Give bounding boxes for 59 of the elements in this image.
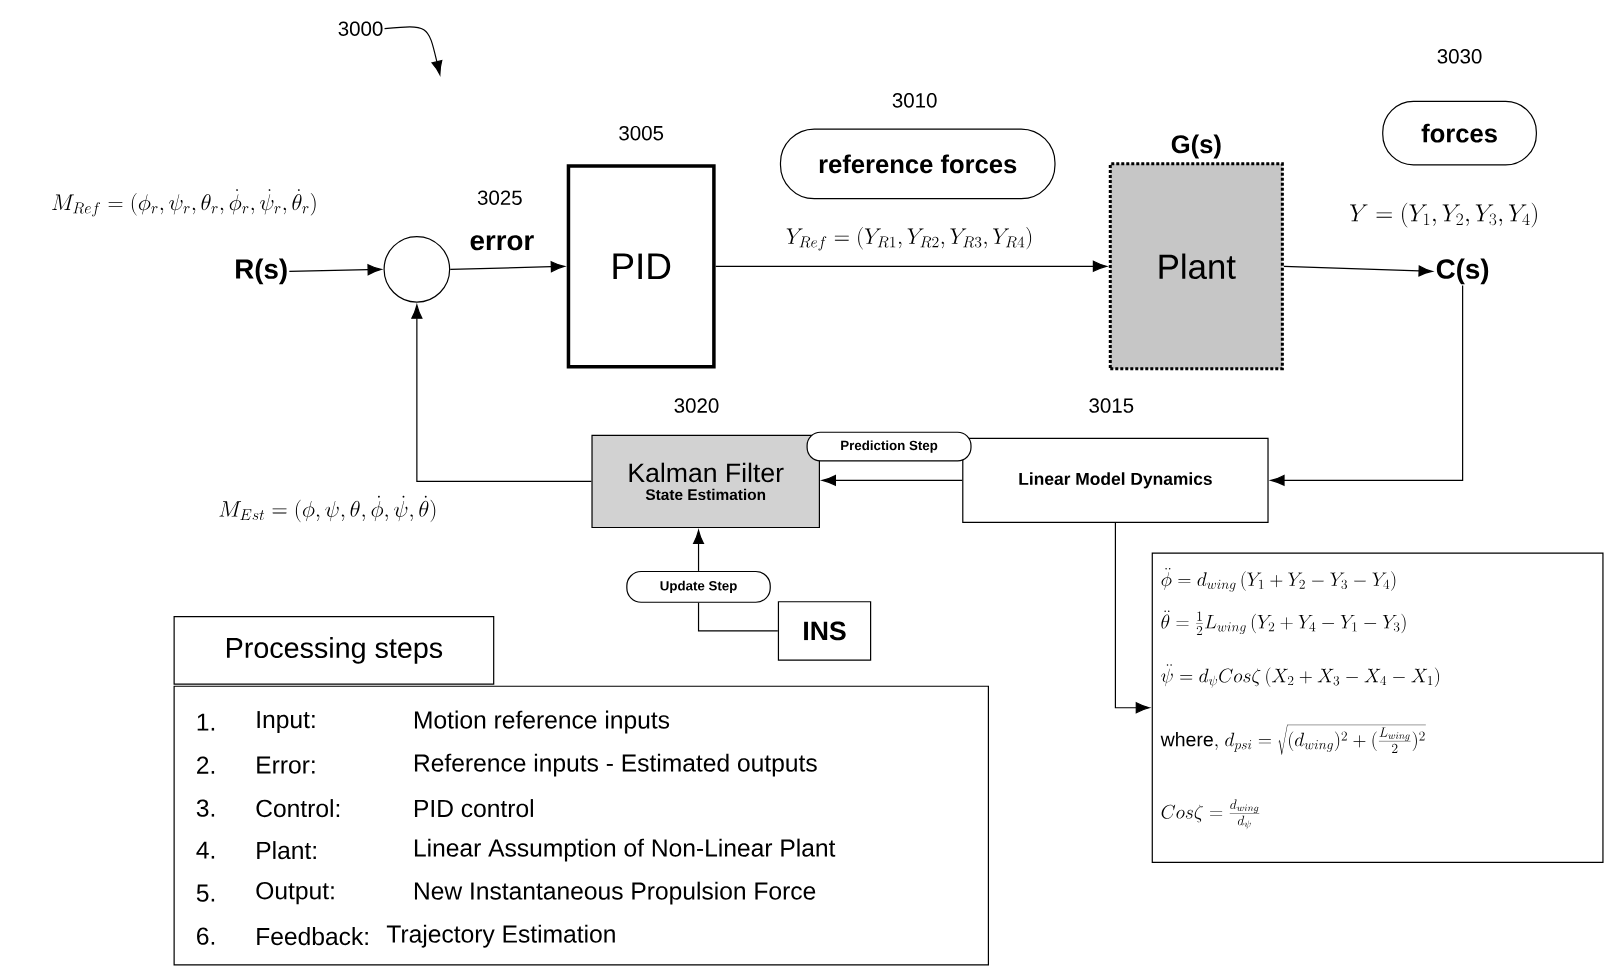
step-name: Output: <box>256 882 334 905</box>
step-number: 5. <box>196 884 215 902</box>
equation: $\ddot{\phi}=d_{wing}\,(Y_1+Y_2-Y_3-Y_4)$ <box>1161 567 1396 592</box>
plant-box: Plant <box>1108 162 1284 371</box>
step-name: Input: <box>257 711 315 734</box>
arrow <box>1283 265 1433 277</box>
arrow <box>715 260 1107 272</box>
sensor-box: INS <box>777 601 872 661</box>
arrow <box>288 264 382 276</box>
step-description: Trajectory Estimation <box>386 924 615 948</box>
arrow <box>693 529 705 572</box>
reference-numeral: 3000 <box>338 21 383 36</box>
formula: $M_{Est}=(\phi,\psi,\theta,\dot{\phi},\dot{\psi},\dot{\theta})$ <box>219 495 436 523</box>
step-number: 3. <box>196 799 215 817</box>
equation: $\ddot{\psi}=d_{\psi}Cos\zeta\,(X_2+X_3-X_4-X_1)$ <box>1161 664 1440 688</box>
arrow <box>1270 284 1464 486</box>
step-name: Feedback: <box>257 927 368 946</box>
formula: $M_{Ref}=(\phi_r,\psi_r,\theta_r,\dot{\phi}_r,\dot{\psi}_r,\dot{\theta}_r)$ <box>52 189 316 217</box>
reference-numeral: 3010 <box>892 93 937 108</box>
step-description: Motion reference inputs <box>414 710 670 734</box>
step-description: New Instantaneous Propulsion Force <box>414 881 816 905</box>
arrow <box>821 474 963 486</box>
reference-numeral: 3015 <box>1089 398 1134 413</box>
step-pill: Prediction Step <box>806 431 972 462</box>
block-heading: G(s) <box>1171 134 1221 159</box>
step-description: Reference inputs - Estimated outputs <box>414 753 817 777</box>
input-label: R(s) <box>236 258 287 285</box>
step-name: Error: <box>257 756 315 774</box>
equation: $\ddot{\theta}=\frac{1}{2}L_{wing}\,(Y_2+Y_4-Y_1-Y_3)$ <box>1161 610 1406 636</box>
step-name: Plant: <box>257 841 316 860</box>
reference-numeral: 3020 <box>674 398 719 413</box>
pill-label: reference forces <box>779 128 1056 200</box>
control-box: PID <box>566 164 716 369</box>
step-description: Linear Assumption of Non-Linear Plant <box>414 838 836 862</box>
step-pill: Update Step <box>626 570 771 603</box>
edge-label: $Y_{Ref}=(Y_{R1},Y_{R2},Y_{R3},Y_{R4})$ <box>784 226 1035 252</box>
arrow <box>411 304 592 482</box>
summing-junction <box>383 236 451 303</box>
step-number: 6. <box>197 927 215 945</box>
reference-numeral: 3030 <box>1437 49 1482 64</box>
step-number: 1. <box>197 713 215 731</box>
edge-label: $Y=(Y_1,Y_2,Y_3,Y_4)$ <box>1348 201 1541 229</box>
reference-numeral: 3025 <box>477 190 522 205</box>
step-description: PID control <box>414 799 533 818</box>
equation: $\mathrm{where,}\ d_{psi}=\sqrt{(d_{wing})^2+(\frac{L_{wing}}{2})^2}$ <box>1160 724 1426 755</box>
arrow <box>383 26 443 75</box>
reference-numeral: 3005 <box>619 125 664 141</box>
step-number: 4. <box>196 841 215 859</box>
edge-label: error <box>468 234 536 252</box>
step-name: Control: <box>256 799 340 818</box>
arrow <box>1114 522 1150 714</box>
output-label: C(s) <box>1436 258 1489 285</box>
model-box: Linear Model Dynamics <box>962 437 1269 523</box>
filter-box: Kalman Filter State Estimation <box>591 434 820 529</box>
step-number: 2. <box>197 756 215 774</box>
equation: $Cos\zeta=\frac{d_{wing}}{d_{\psi}}$ <box>1161 799 1260 830</box>
arrow <box>449 261 565 273</box>
pill-label: forces <box>1382 100 1537 166</box>
tab-header: Processing steps <box>173 616 495 685</box>
